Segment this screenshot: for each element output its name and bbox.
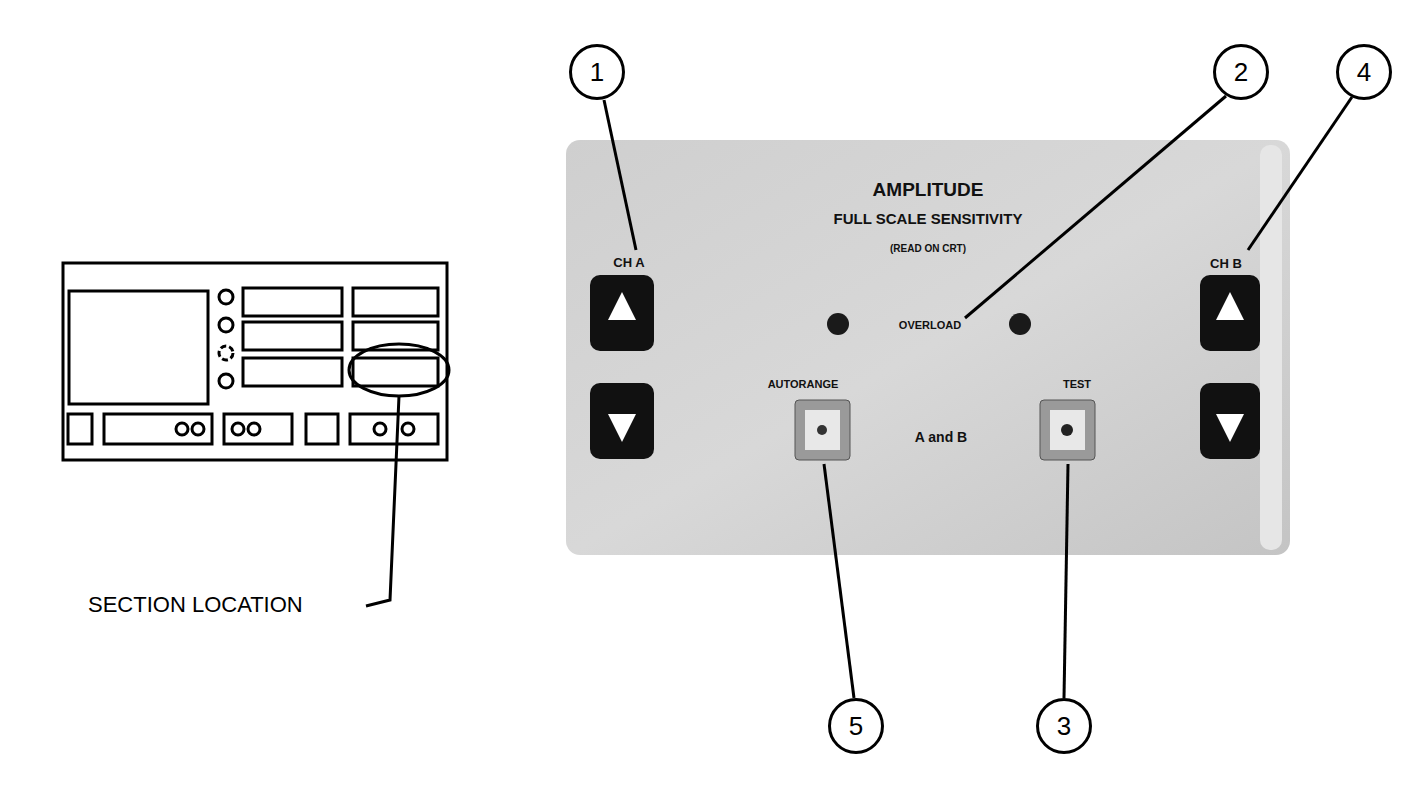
- callout-circle: 3: [1036, 698, 1092, 754]
- front-panel-sketch: [63, 263, 449, 606]
- callout-number: 5: [849, 711, 863, 742]
- panel-legend: (READ ON CRT): [890, 243, 966, 254]
- section-label: SECTION LOCATION: [88, 592, 303, 618]
- leader-lines: [604, 96, 1352, 698]
- panel-legend: CH A: [613, 255, 644, 270]
- callout-number: 1: [590, 57, 604, 88]
- callout-circle: 1: [569, 44, 625, 100]
- panel-legend: AMPLITUDE: [873, 179, 984, 201]
- amplitude-panel: [566, 140, 1290, 555]
- callout-number: 4: [1357, 57, 1371, 88]
- callout-number: 2: [1234, 57, 1248, 88]
- callout-circle: 2: [1213, 44, 1269, 100]
- callout-number: 3: [1057, 711, 1071, 742]
- panel-legend: CH B: [1210, 256, 1242, 271]
- callout-circle: 4: [1336, 44, 1392, 100]
- control-panel: AMPLITUDE FULL SCALE SENSITIVITY (READ ON …: [566, 140, 1290, 555]
- panel-legend: TEST: [1063, 378, 1091, 390]
- panel-legend: AUTORANGE: [768, 378, 839, 390]
- callout-circle: 5: [828, 698, 884, 754]
- panel-legend: FULL SCALE SENSITIVITY: [834, 210, 1023, 227]
- panel-legend: A and B: [915, 429, 967, 445]
- panel-legend: OVERLOAD: [899, 319, 961, 331]
